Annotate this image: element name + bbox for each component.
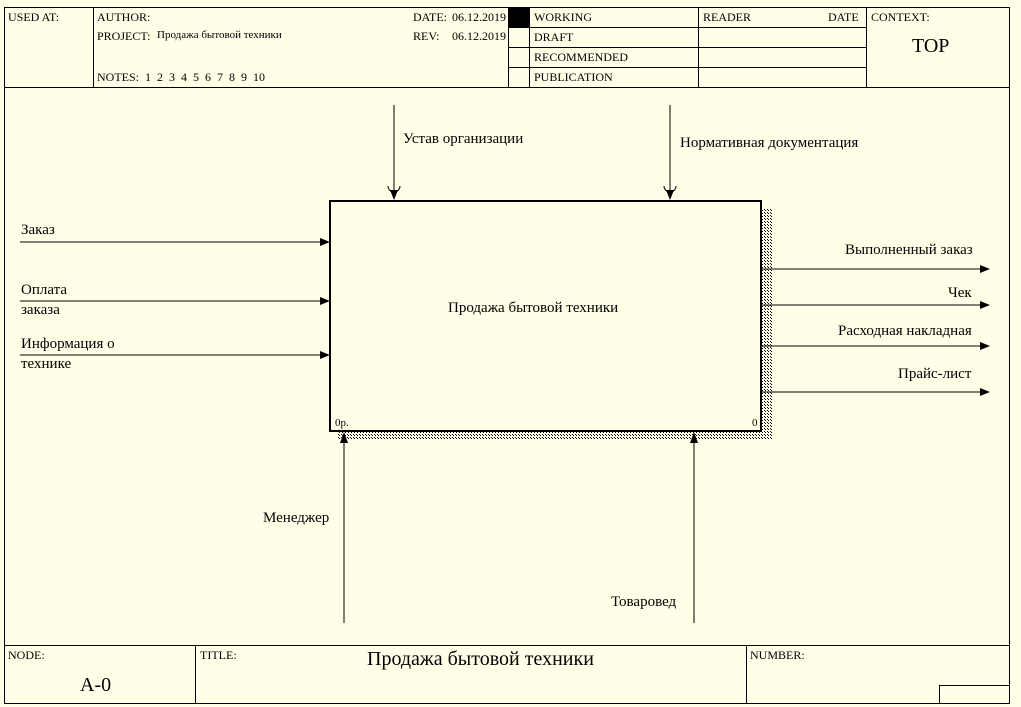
input-arrow-2 (20, 297, 330, 305)
function-box-label: Продажа бытовой техники (448, 300, 619, 316)
output-arrow-4 (762, 388, 990, 396)
reader-date-label: DATE (828, 10, 859, 24)
working-status-marker (509, 8, 529, 27)
input-label-order: Заказ (21, 222, 55, 238)
mechanism-label-manager: Менеджер (263, 510, 330, 526)
project-label: PROJECT: (97, 29, 151, 43)
input-label-payment-1: Оплата (21, 282, 68, 298)
output-label-completed-order: Выполненный заказ (845, 242, 973, 258)
context-label: CONTEXT: (871, 10, 930, 24)
output-arrow-1 (762, 265, 990, 273)
date-value: 06.12.2019 (452, 10, 506, 24)
function-box[interactable] (329, 200, 762, 432)
rev-value: 06.12.2019 (452, 29, 506, 43)
control-label-charter: Устав организации (403, 131, 524, 147)
project-value: Продажа бытовой техники (157, 29, 282, 41)
output-arrow-3 (762, 342, 990, 350)
output-label-price-list: Прайс-лист (898, 366, 972, 382)
author-label: AUTHOR: (97, 10, 151, 24)
node-value: A-0 (80, 674, 112, 696)
number-label: NUMBER: (750, 648, 805, 662)
status-draft: DRAFT (534, 30, 574, 44)
control-label-regulations: Нормативная документация (680, 135, 859, 151)
notes-value: 1 2 3 4 5 6 7 8 9 10 (145, 70, 265, 84)
output-arrow-2 (762, 301, 990, 309)
rev-label: REV: (413, 29, 440, 43)
control-arrow-2 (663, 105, 677, 200)
title-label: TITLE: (200, 648, 237, 662)
diagram-title: Продажа бытовой техники (367, 648, 594, 670)
box-shadow-bottom (338, 431, 772, 440)
used-at-label: USED AT: (8, 10, 60, 24)
input-arrow-1 (20, 238, 330, 246)
control-arrow-1 (387, 105, 401, 200)
output-label-receipt: Чек (948, 285, 972, 301)
reader-label: READER (703, 10, 751, 24)
output-label-invoice: Расходная накладная (838, 323, 972, 339)
input-label-payment-2: заказа (21, 302, 60, 318)
input-label-info-1: Информация о (21, 336, 115, 352)
status-publication: PUBLICATION (534, 70, 613, 84)
date-label: DATE: (413, 10, 447, 24)
context-value: TOP (912, 35, 950, 57)
mechanism-arrow-1 (340, 432, 348, 623)
status-working: WORKING (534, 10, 592, 24)
function-box-cost: 0р. (335, 417, 349, 429)
mechanism-arrow-2 (690, 432, 698, 623)
input-label-info-2: технике (21, 356, 72, 372)
function-box-number: 0 (752, 417, 758, 429)
box-shadow-right (762, 208, 772, 440)
node-label: NODE: (8, 648, 45, 662)
input-arrow-3 (20, 351, 330, 359)
mechanism-label-merchandiser: Товаровед (611, 594, 677, 610)
notes-label: NOTES: (97, 70, 139, 84)
status-recommended: RECOMMENDED (534, 50, 629, 64)
